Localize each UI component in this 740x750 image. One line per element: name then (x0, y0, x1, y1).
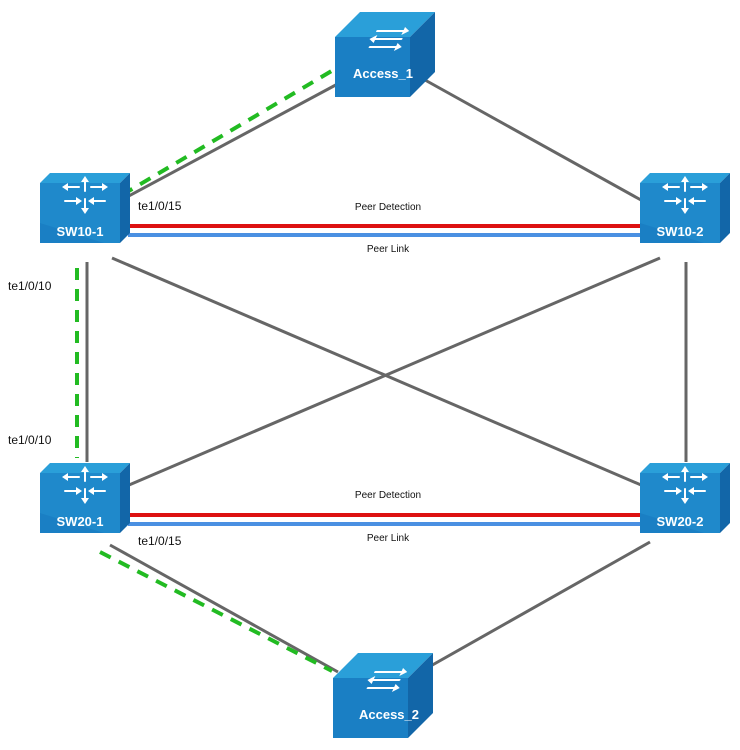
dashed-link-sw20-1-access-2 (99, 550, 333, 673)
peer-detection-label-bottom: Peer Detection (355, 490, 421, 501)
peer-link-label-top: Peer Link (367, 244, 410, 255)
node-label-sw20-1: SW20-1 (57, 514, 104, 529)
node-label-sw20-2: SW20-2 (657, 514, 704, 529)
port-label-te1-0-15-top: te1/0/15 (138, 199, 182, 213)
switch-sw20-1[interactable]: SW20-1 (40, 463, 130, 533)
link-sw10-2-sw20-1 (121, 256, 661, 490)
link-access-1-sw10-2 (424, 78, 651, 207)
node-label-sw10-1: SW10-1 (57, 224, 104, 239)
dashed-links (75, 64, 342, 673)
node-label-sw10-2: SW10-2 (657, 224, 704, 239)
switch-sw10-2[interactable]: SW10-2 (640, 173, 730, 243)
link-sw10-1-sw20-2 (111, 256, 649, 490)
port-label-te1-0-10-upper: te1/0/10 (8, 279, 52, 293)
link-sw10-1-access-1 (111, 78, 346, 207)
node-label-access-1: Access_1 (353, 66, 413, 81)
peer-link-label-bottom: Peer Link (367, 533, 410, 544)
switch-sw10-1[interactable]: SW10-1 (40, 173, 130, 243)
port-label-te1-0-15-bottom: te1/0/15 (138, 534, 182, 548)
node-label-access-2: Access_2 (359, 707, 419, 722)
peer-links (128, 224, 648, 526)
link-sw20-1-access-2 (109, 543, 339, 674)
switch-sw20-2[interactable]: SW20-2 (640, 463, 730, 533)
dashed-link-sw10-1-access-1 (120, 64, 342, 197)
switch-access-2[interactable]: Access_2 (333, 653, 433, 738)
uplinks (85, 78, 688, 674)
link-sw20-2-access-2 (419, 540, 651, 674)
switch-access-1[interactable]: Access_1 (335, 12, 435, 97)
peer-detection-label-top: Peer Detection (355, 202, 421, 213)
port-label-te1-0-10-lower: te1/0/10 (8, 433, 52, 447)
